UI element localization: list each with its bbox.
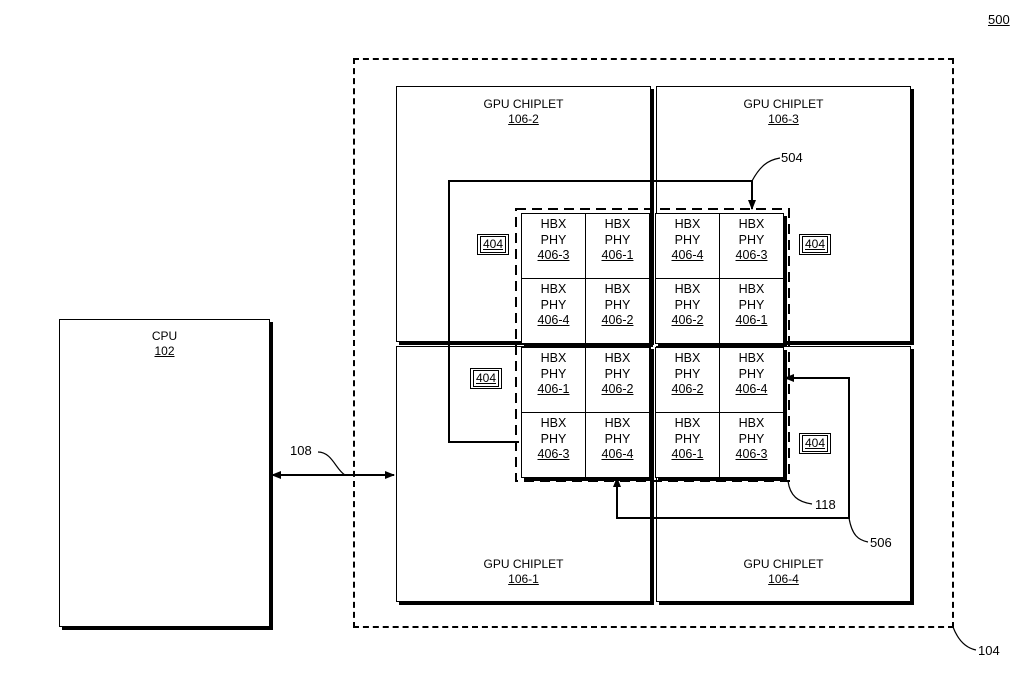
hub-404-chiplet-1: 404 <box>470 368 503 389</box>
package-104-leader <box>952 626 977 651</box>
chiplet-label: GPU CHIPLET <box>483 557 564 571</box>
chiplet-label: GPU CHIPLET <box>743 557 824 571</box>
cpu-label: CPU <box>151 329 178 343</box>
path-504-label: 504 <box>781 150 803 165</box>
chiplet-ref: 106-2 <box>508 112 539 126</box>
chiplet-ref: 106-1 <box>508 572 539 586</box>
path-506-leader <box>848 517 869 543</box>
hub-404-chiplet-4: 404 <box>799 433 832 454</box>
gpu-package-outline <box>353 58 954 628</box>
path-504-leader <box>751 157 781 182</box>
chiplet-ref: 106-4 <box>768 572 799 586</box>
figure-number: 500 <box>988 12 1010 27</box>
chiplet-label: GPU CHIPLET <box>743 97 824 111</box>
hub-404-chiplet-2: 404 <box>477 234 510 255</box>
bus-ref-label: 108 <box>290 443 312 458</box>
cpu-ref: 102 <box>154 344 175 358</box>
chiplet-ref: 106-3 <box>768 112 799 126</box>
package-104-label: 104 <box>978 643 1000 658</box>
bus-108-leader <box>317 451 346 476</box>
cpu-block: CPU 102 <box>59 319 270 627</box>
bridge-118-label: 118 <box>815 497 836 512</box>
bridge-outline <box>515 208 790 482</box>
hub-404-chiplet-3: 404 <box>799 234 832 255</box>
path-504-arrow <box>448 180 756 443</box>
bridge-118-leader <box>787 480 813 505</box>
chiplet-label: GPU CHIPLET <box>483 97 564 111</box>
path-506-label: 506 <box>870 535 892 550</box>
